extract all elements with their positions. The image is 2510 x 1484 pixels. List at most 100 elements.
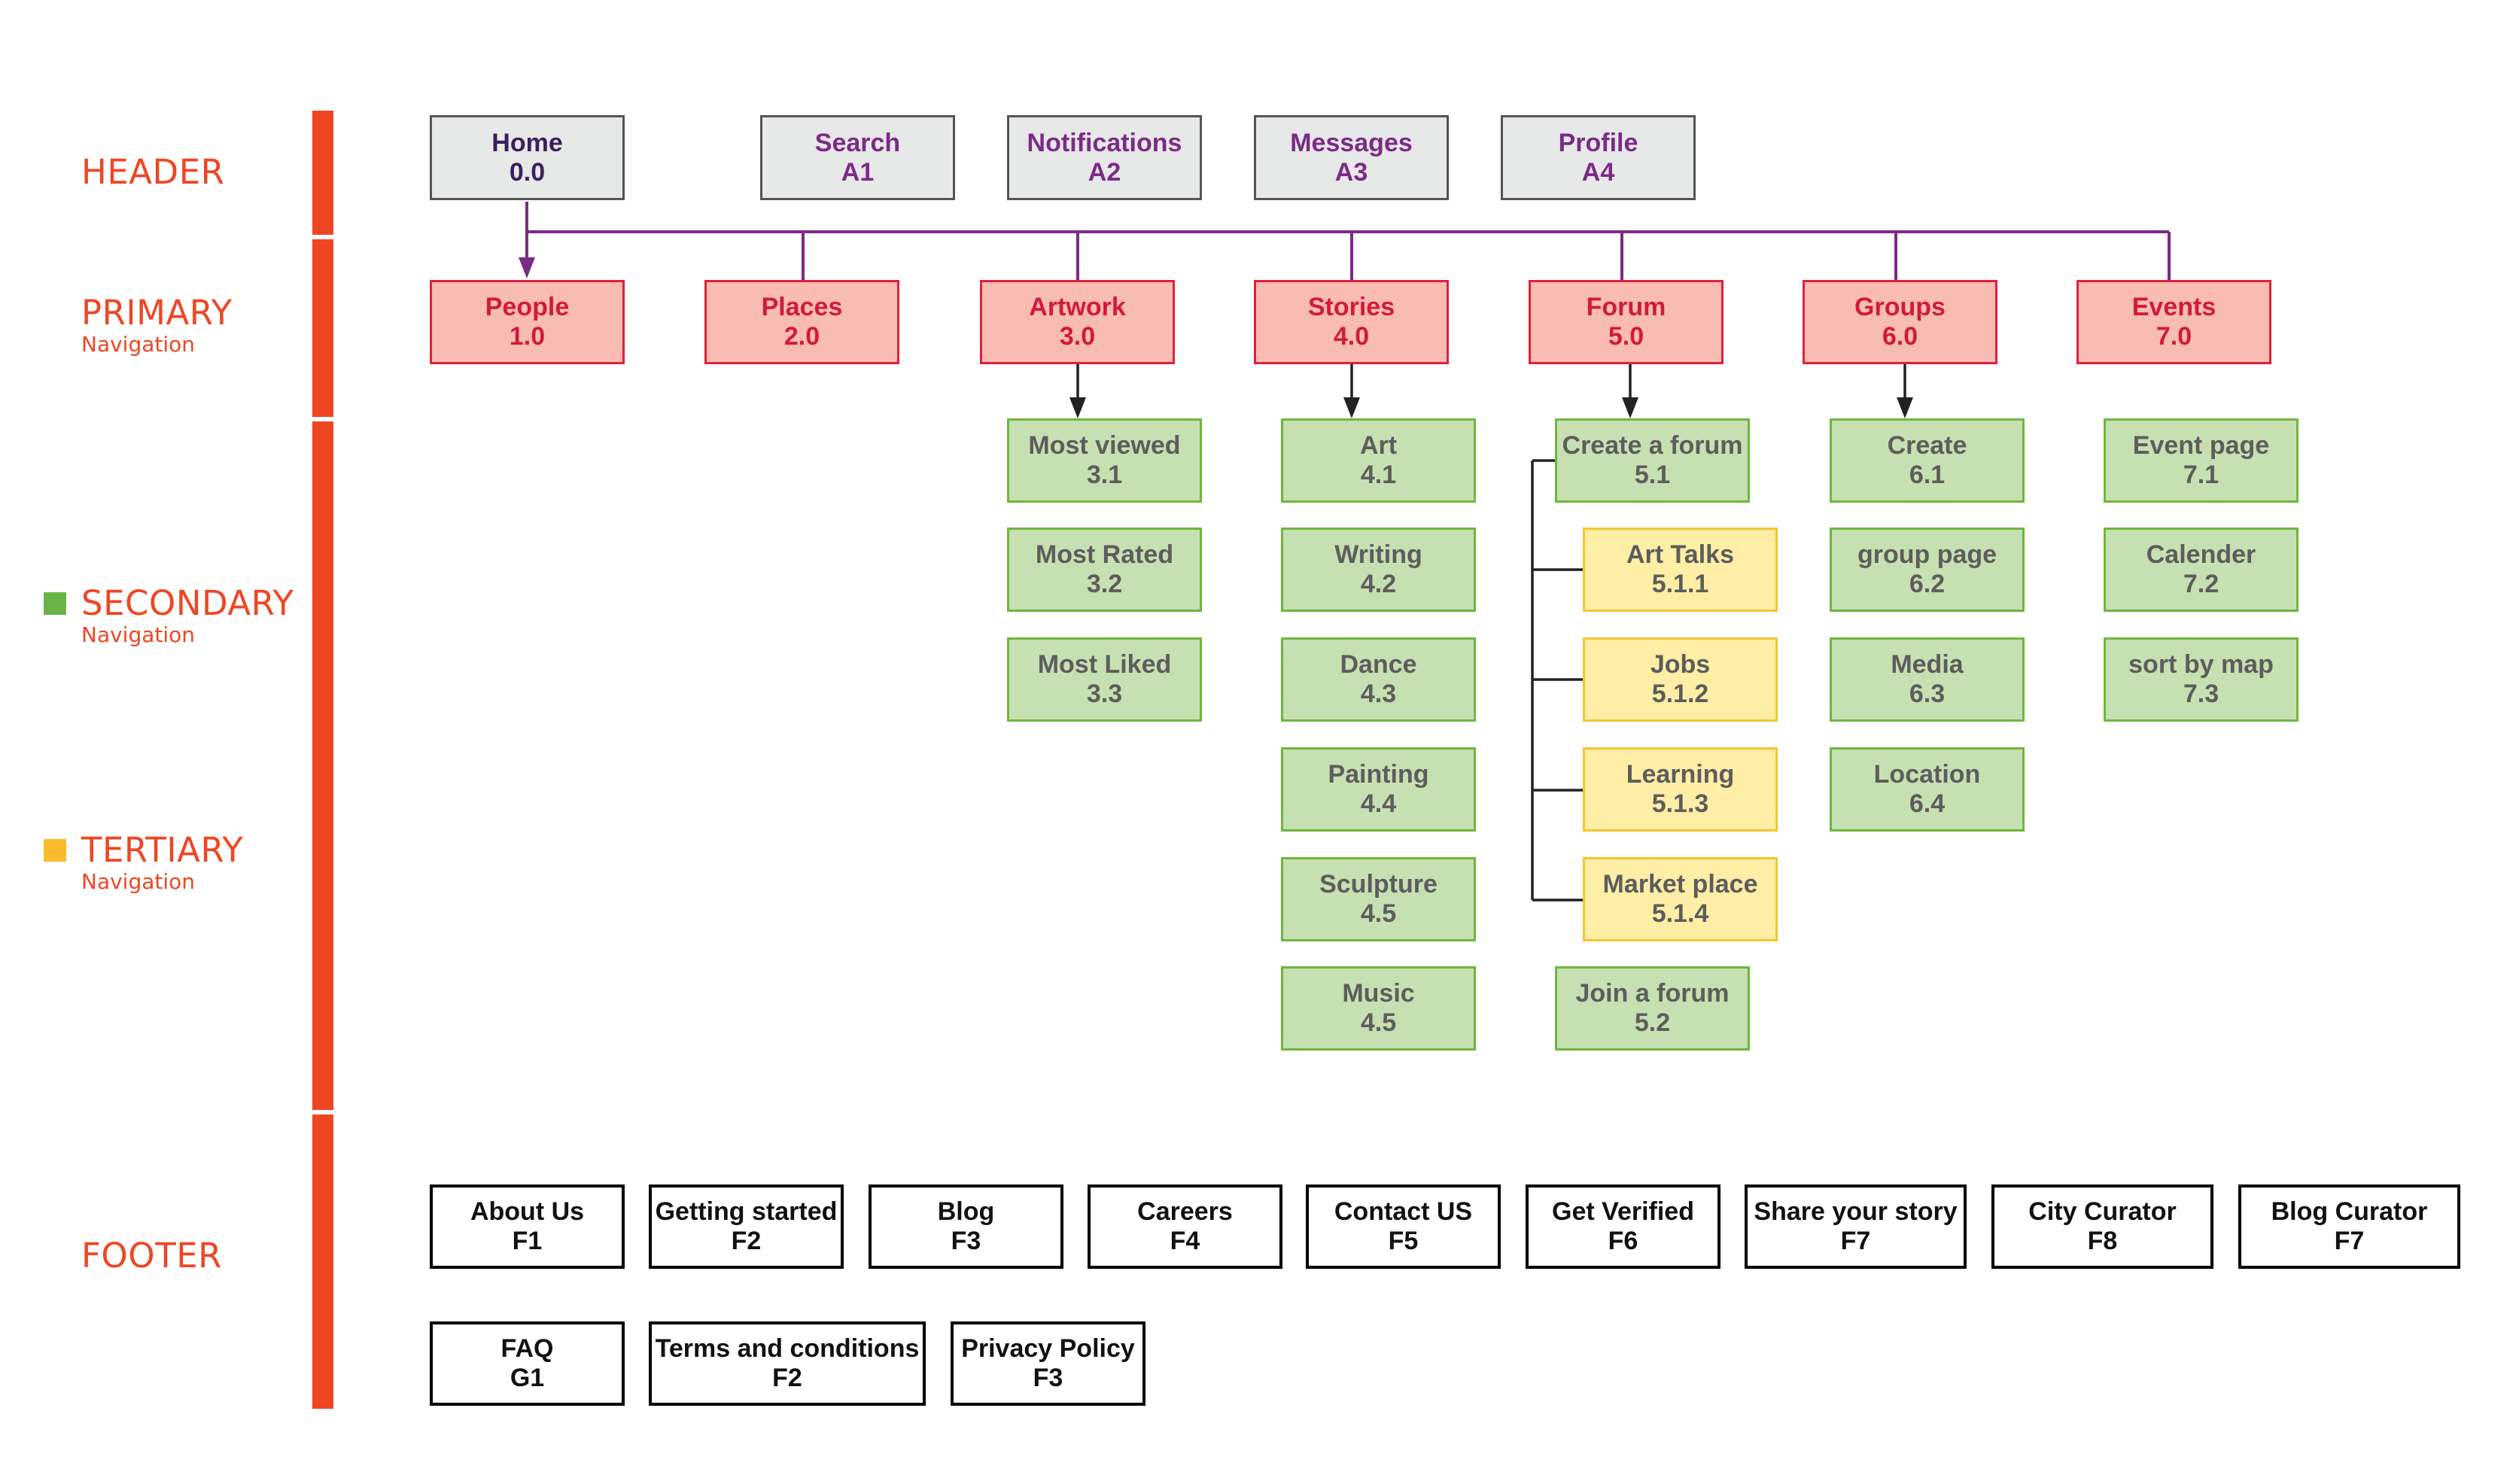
secondary-node-music[interactable]: Music 4.5 xyxy=(1281,966,1476,1051)
footer-node-careers[interactable]: Careers F4 xyxy=(1088,1184,1282,1269)
secondary-node-event-page[interactable]: Event page 7.1 xyxy=(2104,418,2299,503)
node-code: 5.1.1 xyxy=(1651,570,1709,598)
header-node-messages[interactable]: Messages A3 xyxy=(1254,115,1449,200)
tertiary-color-marker xyxy=(44,839,66,862)
footer-node-terms-and-conditions[interactable]: Terms and conditions F2 xyxy=(649,1321,926,1406)
node-code: F5 xyxy=(1388,1227,1419,1255)
node-label: Blog Curator xyxy=(2271,1197,2428,1226)
node-code: 4.5 xyxy=(1360,1008,1397,1037)
node-label: Notifications xyxy=(1027,128,1182,157)
secondary-node-most-rated[interactable]: Most Rated 3.2 xyxy=(1007,528,1202,612)
node-code: 3.1 xyxy=(1086,461,1123,489)
node-label: Share your story xyxy=(1754,1197,1958,1226)
node-code: F7 xyxy=(2334,1227,2365,1255)
header-node-search[interactable]: Search A1 xyxy=(760,115,955,200)
primary-node-people[interactable]: People 1.0 xyxy=(430,280,625,364)
node-code: 7.0 xyxy=(2156,322,2192,351)
primary-row-subtitle: Navigation xyxy=(81,332,196,357)
primary-node-forum[interactable]: Forum 5.0 xyxy=(1529,280,1724,364)
tertiary-node-learning[interactable]: Learning 5.1.3 xyxy=(1583,747,1778,832)
secondary-node-join-forum[interactable]: Join a forum 5.2 xyxy=(1555,966,1750,1051)
footer-node-privacy-policy[interactable]: Privacy Policy F3 xyxy=(951,1321,1145,1406)
node-code: 4.0 xyxy=(1333,322,1370,351)
footer-node-city-curator[interactable]: City Curator F8 xyxy=(1991,1184,2213,1269)
node-label: FAQ xyxy=(500,1334,554,1363)
node-label: Join a forum xyxy=(1575,979,1730,1008)
node-code: F2 xyxy=(731,1227,762,1255)
node-code: 4.3 xyxy=(1360,680,1397,708)
secondary-node-group-page[interactable]: group page 6.2 xyxy=(1830,528,2025,612)
header-row-title: HEADER xyxy=(81,152,225,192)
node-code: 1.0 xyxy=(509,322,546,351)
node-label: About Us xyxy=(470,1197,585,1226)
node-label: Get Verified xyxy=(1552,1197,1694,1226)
node-code: A4 xyxy=(1581,157,1615,187)
secondary-node-most-viewed[interactable]: Most viewed 3.1 xyxy=(1007,418,1202,503)
footer-node-share-your-story[interactable]: Share your story F7 xyxy=(1745,1184,1967,1269)
primary-node-stories[interactable]: Stories 4.0 xyxy=(1254,280,1449,364)
node-label: Forum xyxy=(1586,293,1666,321)
footer-row-label: FOOTER xyxy=(81,1236,222,1276)
node-code: 3.3 xyxy=(1086,680,1123,708)
tertiary-node-jobs[interactable]: Jobs 5.1.2 xyxy=(1583,637,1778,722)
footer-node-blog[interactable]: Blog F3 xyxy=(869,1184,1063,1269)
secondary-node-dance[interactable]: Dance 4.3 xyxy=(1281,637,1476,722)
primary-row-title: PRIMARY xyxy=(81,293,233,333)
secondary-node-calender[interactable]: Calender 7.2 xyxy=(2104,528,2299,612)
secondary-node-writing[interactable]: Writing 4.2 xyxy=(1281,528,1476,612)
node-code: F1 xyxy=(512,1227,543,1255)
home-connector xyxy=(525,202,2171,280)
node-code: 5.0 xyxy=(1608,322,1644,351)
header-row-label: HEADER xyxy=(81,153,224,192)
node-code: 4.1 xyxy=(1360,461,1397,489)
node-code: F3 xyxy=(1033,1364,1063,1392)
secondary-node-media[interactable]: Media 6.3 xyxy=(1830,637,2025,722)
footer-node-blog-curator[interactable]: Blog Curator F7 xyxy=(2238,1184,2460,1269)
node-label: Event page xyxy=(2132,431,2270,460)
node-code: 4.5 xyxy=(1360,899,1397,928)
footer-node-faq[interactable]: FAQ G1 xyxy=(430,1321,625,1406)
secondary-row-title: SECONDARY xyxy=(81,583,294,623)
node-code: G1 xyxy=(510,1364,545,1392)
node-label: sort by map xyxy=(2128,650,2274,679)
footer-node-get-verified[interactable]: Get Verified F6 xyxy=(1526,1184,1720,1269)
node-code: A2 xyxy=(1088,157,1121,187)
secondary-node-location[interactable]: Location 6.4 xyxy=(1830,747,2025,832)
node-code: 5.1 xyxy=(1634,461,1671,489)
node-code: 6.1 xyxy=(1909,461,1946,489)
node-label: Artwork xyxy=(1029,293,1126,321)
node-label: Calender xyxy=(2146,540,2256,569)
primary-node-groups[interactable]: Groups 6.0 xyxy=(1803,280,1997,364)
section-bar-footer xyxy=(312,1115,333,1409)
node-code: 3.2 xyxy=(1086,570,1123,598)
secondary-node-most-liked[interactable]: Most Liked 3.3 xyxy=(1007,637,1202,722)
secondary-node-sort-by-map[interactable]: sort by map 7.3 xyxy=(2104,637,2299,722)
secondary-node-art[interactable]: Art 4.1 xyxy=(1281,418,1476,503)
node-code: 2.0 xyxy=(783,322,820,351)
header-node-home[interactable]: Home 0.0 xyxy=(430,115,625,200)
node-label: Writing xyxy=(1334,540,1422,569)
secondary-node-sculpture[interactable]: Sculpture 4.5 xyxy=(1281,857,1476,941)
footer-node-contact-us[interactable]: Contact US F5 xyxy=(1306,1184,1501,1269)
header-node-profile[interactable]: Profile A4 xyxy=(1501,115,1696,200)
node-code: 4.2 xyxy=(1360,570,1397,598)
node-code: 5.2 xyxy=(1634,1008,1671,1037)
footer-node-getting-started[interactable]: Getting started F2 xyxy=(649,1184,844,1269)
tertiary-node-art-talks[interactable]: Art Talks 5.1.1 xyxy=(1583,528,1778,612)
primary-node-events[interactable]: Events 7.0 xyxy=(2076,280,2271,364)
secondary-node-create-group[interactable]: Create 6.1 xyxy=(1830,418,2025,503)
node-label: Events xyxy=(2131,293,2216,321)
node-code: 5.1.2 xyxy=(1651,680,1709,708)
footer-node-about-us[interactable]: About Us F1 xyxy=(430,1184,625,1269)
node-label: People xyxy=(485,293,570,321)
header-node-notifications[interactable]: Notifications A2 xyxy=(1007,115,1202,200)
tertiary-node-market-place[interactable]: Market place 5.1.4 xyxy=(1583,857,1778,941)
node-label: Stories xyxy=(1307,293,1395,321)
primary-node-places[interactable]: Places 2.0 xyxy=(704,280,899,364)
section-bar-primary xyxy=(312,239,333,417)
primary-node-artwork[interactable]: Artwork 3.0 xyxy=(980,280,1175,364)
secondary-node-painting[interactable]: Painting 4.4 xyxy=(1281,747,1476,832)
node-label: Jobs xyxy=(1650,650,1711,679)
node-code: F7 xyxy=(1840,1227,1871,1255)
secondary-node-create-forum[interactable]: Create a forum 5.1 xyxy=(1555,418,1750,503)
